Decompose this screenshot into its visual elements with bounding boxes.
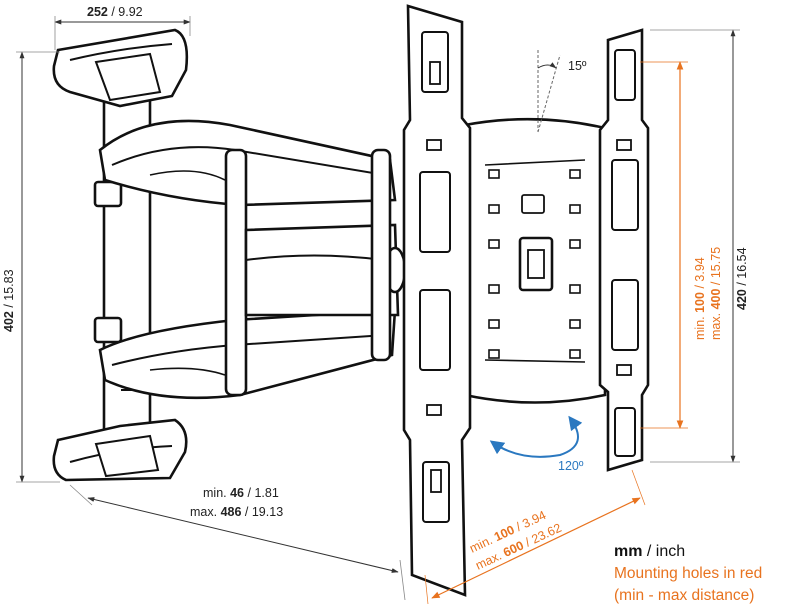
separator: / xyxy=(642,543,655,560)
dim-vertical-holes: min. 100 / 3.94 max. 400 / 15.75 xyxy=(640,61,723,429)
svg-text:min. 100 / 3.94: min. 100 / 3.94 xyxy=(693,257,707,340)
swivel-angle: 120º xyxy=(558,459,584,473)
vh-max-inch: 15.75 xyxy=(709,247,723,278)
separator: / xyxy=(2,301,16,311)
legend-line-1: Mounting holes in red xyxy=(614,565,762,582)
ext-min-mm: 46 xyxy=(230,486,244,500)
svg-text:420 / 16.54: 420 / 16.54 xyxy=(735,247,749,310)
tilt-angle: 15º xyxy=(568,59,587,73)
dim-left-height: 402 / 15.83 xyxy=(2,51,60,483)
ext-max-mm: 486 xyxy=(221,505,242,519)
svg-text:252 / 9.92: 252 / 9.92 xyxy=(87,5,143,19)
tv-plate xyxy=(463,117,607,404)
dim-right-height: 420 / 16.54 xyxy=(650,29,749,463)
arm-joint xyxy=(224,148,407,397)
dim-extension: min. 46 / 1.81 max. 486 / 19.13 xyxy=(69,484,406,601)
legend-line-2: (min - max distance) xyxy=(614,587,754,604)
ext-max-inch: 19.13 xyxy=(252,505,283,519)
wall-plate-top-cap xyxy=(52,28,189,108)
separator: / xyxy=(241,505,251,519)
top-width-inch: 9.92 xyxy=(118,5,142,19)
separator: / xyxy=(108,5,118,19)
left-tv-bracket xyxy=(402,4,472,597)
separator: / xyxy=(735,279,749,289)
right-tv-bracket xyxy=(598,28,650,472)
right-height-mm: 420 xyxy=(735,289,749,310)
vh-min-label: min. xyxy=(693,316,707,340)
dim-top-width: 252 / 9.92 xyxy=(54,5,191,50)
left-height-inch: 15.83 xyxy=(2,269,16,300)
legend-unit-mm: mm xyxy=(614,543,642,560)
top-width-mm: 252 xyxy=(87,5,108,19)
vh-max-label: max. xyxy=(709,313,723,340)
vh-min-mm: 100 xyxy=(693,292,707,313)
tilt-indicator: 15º xyxy=(537,50,587,133)
swivel-indicator: 120º xyxy=(489,415,584,473)
vh-max-mm: 400 xyxy=(709,289,723,310)
svg-text:max. 400 / 15.75: max. 400 / 15.75 xyxy=(709,247,723,340)
vh-min-inch: 3.94 xyxy=(693,257,707,281)
separator: / xyxy=(709,278,723,288)
legend-unit-inch: inch xyxy=(656,543,685,560)
ext-min-label: min. xyxy=(203,486,227,500)
separator: / xyxy=(244,486,254,500)
svg-text:mm / inch: mm / inch xyxy=(614,543,685,560)
svg-text:max. 486 / 19.13: max. 486 / 19.13 xyxy=(190,505,283,519)
svg-text:min. 46 / 1.81: min. 46 / 1.81 xyxy=(203,486,279,500)
legend: mm / inch Mounting holes in red (min - m… xyxy=(614,543,762,604)
left-height-mm: 402 xyxy=(2,311,16,332)
svg-text:402 / 15.83: 402 / 15.83 xyxy=(2,269,16,332)
ext-min-inch: 1.81 xyxy=(254,486,278,500)
separator: / xyxy=(693,282,707,292)
ext-max-label: max. xyxy=(190,505,217,519)
right-height-inch: 16.54 xyxy=(735,247,749,278)
wall-plate-bottom-cap xyxy=(52,418,188,482)
